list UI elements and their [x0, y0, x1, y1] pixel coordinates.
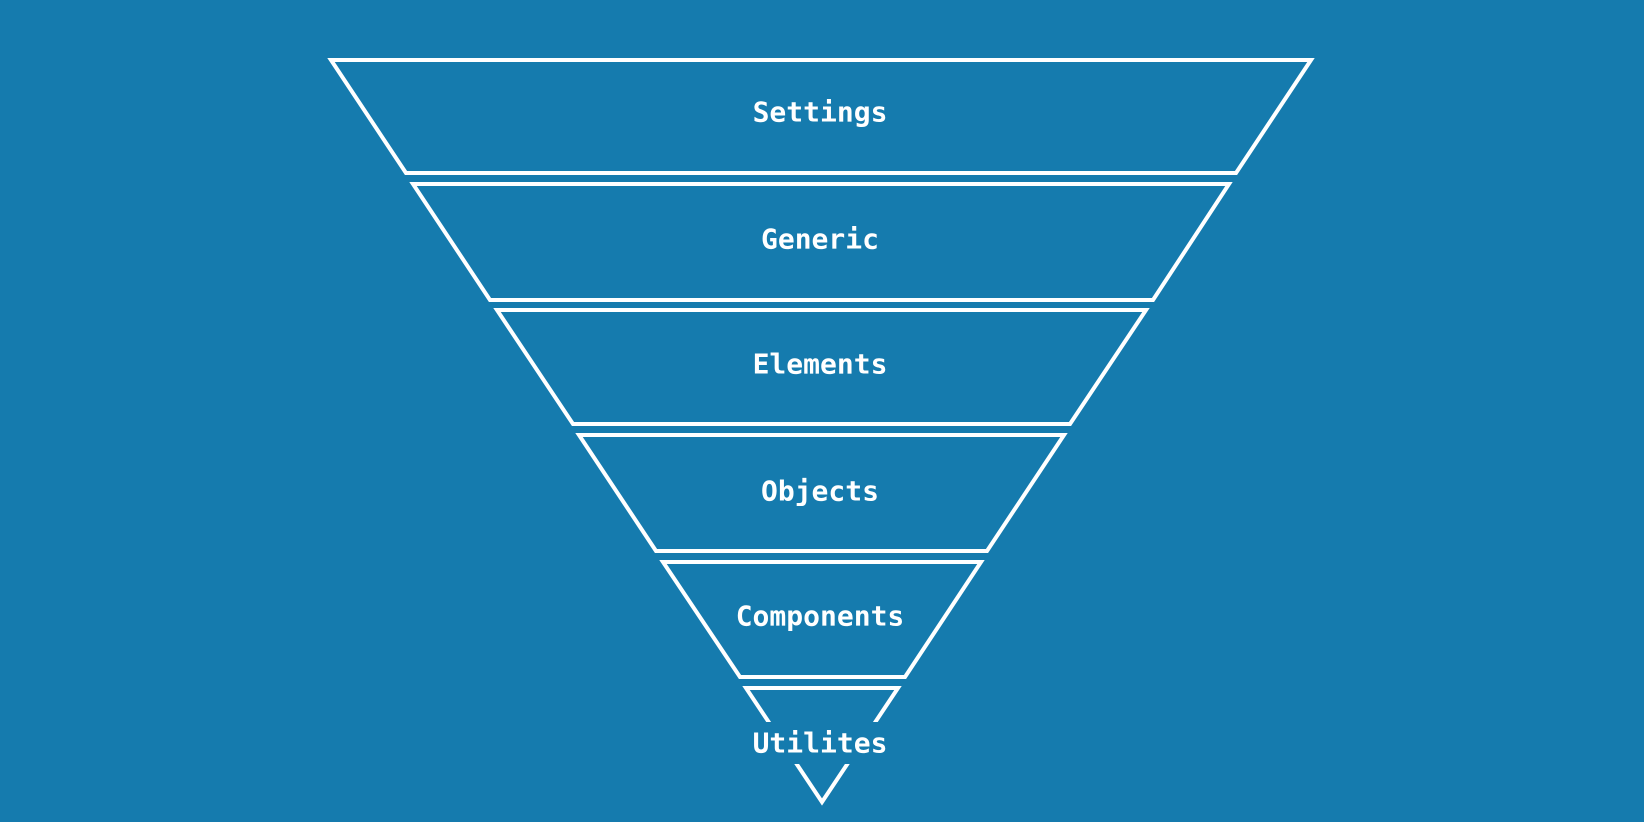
layer-settings: Settings	[327, 58, 1315, 175]
layer-utilites: Utilites	[738, 686, 906, 806]
layer-settings-shape	[327, 58, 1315, 175]
layer-elements-label: Elements	[753, 348, 888, 381]
layer-settings-label: Settings	[753, 96, 888, 129]
layer-generic-label: Generic	[761, 223, 879, 256]
layer-elements: Elements	[493, 308, 1150, 426]
layer-utilites-label: Utilites	[753, 727, 888, 760]
layer-components-shape	[659, 560, 985, 679]
layer-components-label: Components	[736, 600, 905, 633]
layer-generic-shape	[409, 182, 1233, 302]
layer-objects: Objects	[575, 433, 1068, 553]
layer-elements-shape	[493, 308, 1150, 426]
layer-objects-shape	[575, 433, 1068, 553]
layer-objects-label: Objects	[761, 475, 879, 508]
layer-utilites-label-background	[738, 722, 906, 764]
layer-components: Components	[659, 560, 985, 679]
layer-generic: Generic	[409, 182, 1233, 302]
